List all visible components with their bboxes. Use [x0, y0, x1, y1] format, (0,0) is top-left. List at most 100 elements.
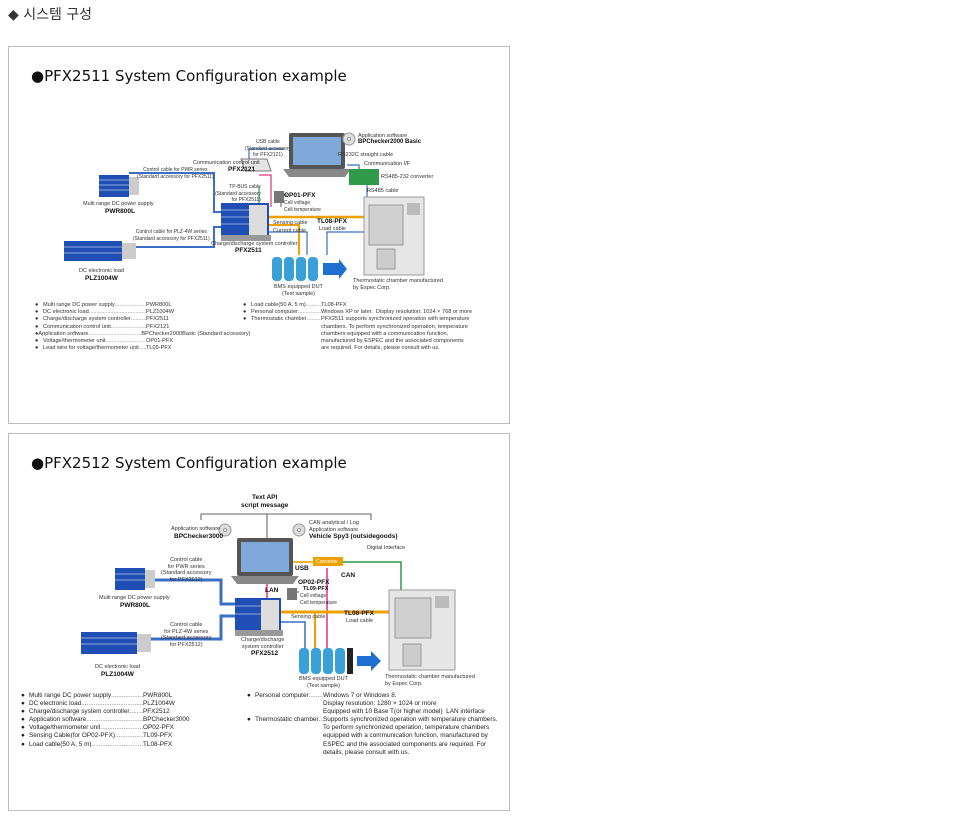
- spec-value: Supports synchronized operation with tem…: [323, 716, 498, 756]
- spec-name: Charge/discharge system controller: [29, 708, 130, 716]
- plz1004w-label: PLZ1004W: [85, 275, 118, 282]
- pwr800l-instrument-icon: [99, 175, 139, 197]
- spec-item: ● Charge/discharge system controller PFX25…: [21, 708, 241, 716]
- bullet-icon: ●: [35, 323, 39, 330]
- bullet-icon: ●: [35, 309, 39, 316]
- bullet-icon: ●: [21, 740, 25, 748]
- control-cable-plz-label: Control cable for PLZ-4W series (Standar…: [133, 229, 210, 242]
- usb-label: USB: [295, 565, 309, 572]
- pwr800l-label: PWR800L: [120, 602, 150, 609]
- app-software-label: Application software: [358, 133, 408, 139]
- bullet-icon: ●: [243, 316, 247, 323]
- thermostatic-chamber-icon: [363, 196, 425, 276]
- plz1004w-label: PLZ1004W: [101, 671, 134, 678]
- spec-name: Application software: [38, 330, 89, 337]
- diagram-graphic: [81, 513, 456, 674]
- spec-name: Communication control unit: [43, 323, 111, 330]
- spec-name: Multi range DC power supply: [29, 692, 112, 699]
- rs232c-label: RS232C straight cable: [338, 152, 394, 158]
- laptop-icon: [283, 133, 351, 177]
- sensing-cable-label: Sensing cable: [291, 614, 326, 620]
- op02-label: OP02-PFX: [298, 579, 330, 586]
- pwr-desc-label: Multi range DC power supply: [99, 595, 170, 601]
- spec-value: OP02-PFX: [143, 724, 174, 732]
- spec-item: ● Personal computer Windows XP or later. D…: [243, 309, 483, 316]
- diagram-graphic: [64, 132, 425, 281]
- control-cable-plz-label: Control cable for PLZ-4W series (Standar…: [161, 622, 212, 648]
- pfx2121-label: PFX2121: [228, 166, 256, 173]
- spec-name: DC electronic load: [43, 309, 89, 316]
- op02-unit-icon: [287, 588, 297, 600]
- pfx2511-controller-icon: [221, 203, 271, 241]
- pwr800l-instrument-icon: [115, 568, 155, 590]
- spec-value: TL08-PFX: [143, 740, 173, 748]
- bullet-icon: ●: [247, 692, 251, 699]
- bullet-icon: ●: [243, 302, 247, 308]
- control-cable-pwr-label: Control cable for PWR series (Standard a…: [161, 557, 212, 583]
- pwr800l-label: PWR800L: [105, 208, 135, 215]
- spec-name: Thermostatic chamber: [251, 316, 307, 323]
- battery-icon: [299, 648, 353, 674]
- spec-name: Sensing Cable(for OP02-PFX): [29, 732, 115, 740]
- bullet-icon: ●: [35, 316, 39, 323]
- bullet-icon: ●: [243, 309, 247, 316]
- spec-list-right: ●Personal computerWindows 7 or Windows 8…: [247, 692, 501, 757]
- spec-value: PFX2511 supports synchronized operation …: [321, 316, 470, 352]
- app-software-name: BPChecker2000 Basic: [358, 139, 422, 145]
- pfx2121-unit-icon: [240, 158, 272, 172]
- laptop-icon: [231, 538, 299, 584]
- spec-value: PLZ1004W: [146, 309, 174, 316]
- spec-value: PFX2512: [143, 708, 170, 716]
- vehicle-spy-label: Vehicle Spy3 (outsidegoods): [309, 533, 398, 540]
- spec-item: ● Thermostatic chamber PFX2511 supports sy…: [243, 316, 483, 352]
- cable-lines: [129, 148, 368, 255]
- arrow-icon: [357, 651, 381, 671]
- bullet-icon: ●: [21, 708, 25, 716]
- spec-item: ●Load cable(50 A, 5 m)TL08-PFX: [243, 302, 483, 309]
- spec-item: ●Voltage/thermometer unitOP02-PFX: [21, 724, 241, 732]
- tl09-label: TL09-PFX: [303, 586, 329, 592]
- converter-icon: [313, 557, 343, 566]
- spec-name: Voltage/thermometer unit: [43, 338, 106, 345]
- spec-value: BPChecker3000: [143, 716, 190, 724]
- rs485-converter-icon: [349, 169, 379, 185]
- plz1004w-instrument-icon: [81, 632, 151, 654]
- bullet-icon: ●: [35, 338, 39, 345]
- converter-label: Converter: [316, 559, 338, 565]
- cell-voltage-label: Cell voltage Cell temperature: [284, 200, 321, 213]
- spec-item: ● DC electronic load PLZ1004W: [35, 309, 245, 316]
- controller-label: Charge/discharge system controller: [241, 637, 285, 650]
- spec-name: Application software: [29, 716, 87, 724]
- chamber-label: Thermostatic chamber manufactured by Esp…: [353, 278, 443, 291]
- spec-value: TL09-PFX: [143, 732, 173, 740]
- battery-icon: [272, 257, 318, 281]
- spec-value: Windows XP or later. Display resolution:…: [321, 309, 473, 316]
- usb-cable-label: USB cable (Standard accessory for PFX212…: [245, 139, 291, 158]
- spec-name: Lead wire for voltage/thermometer unit: [43, 345, 139, 352]
- spec-item: ●Application softwareBPChecker2000Basic …: [35, 330, 251, 338]
- spec-name: Multi range DC power supply: [43, 302, 115, 308]
- spec-value: PLZ1004W: [143, 700, 175, 708]
- pfx2511-label: PFX2511: [235, 247, 262, 254]
- bullet-icon: ●: [21, 700, 25, 708]
- spec-item: ● Load cable(50 A, 5 m) TL08-PFX: [21, 741, 241, 749]
- lan-label: LAN: [265, 587, 279, 594]
- plz-desc-label: DC electronic load: [95, 664, 140, 670]
- bullet-icon: ●: [247, 716, 251, 724]
- spec-name: Personal computer: [251, 309, 298, 316]
- bullet-icon: ●: [21, 732, 25, 740]
- spec-item: ●Personal computerWindows 7 or Windows 8…: [247, 692, 501, 716]
- bullet-icon: ●: [21, 716, 25, 724]
- spec-list-right: ●Load cable(50 A, 5 m)TL08-PFX●Personal …: [243, 302, 483, 352]
- rs485-converter-label: RS485-232 converter: [381, 174, 434, 180]
- cd-icon: [292, 523, 306, 537]
- bms-label: BMS equipped DUT (Test sample): [274, 284, 323, 297]
- plz-desc-label: DC electronic load: [79, 268, 124, 274]
- spec-value: TL09-PFX: [146, 345, 172, 352]
- load-cable-label: Load cable: [346, 618, 373, 624]
- spec-name: Load cable(50 A, 5 m): [29, 740, 92, 748]
